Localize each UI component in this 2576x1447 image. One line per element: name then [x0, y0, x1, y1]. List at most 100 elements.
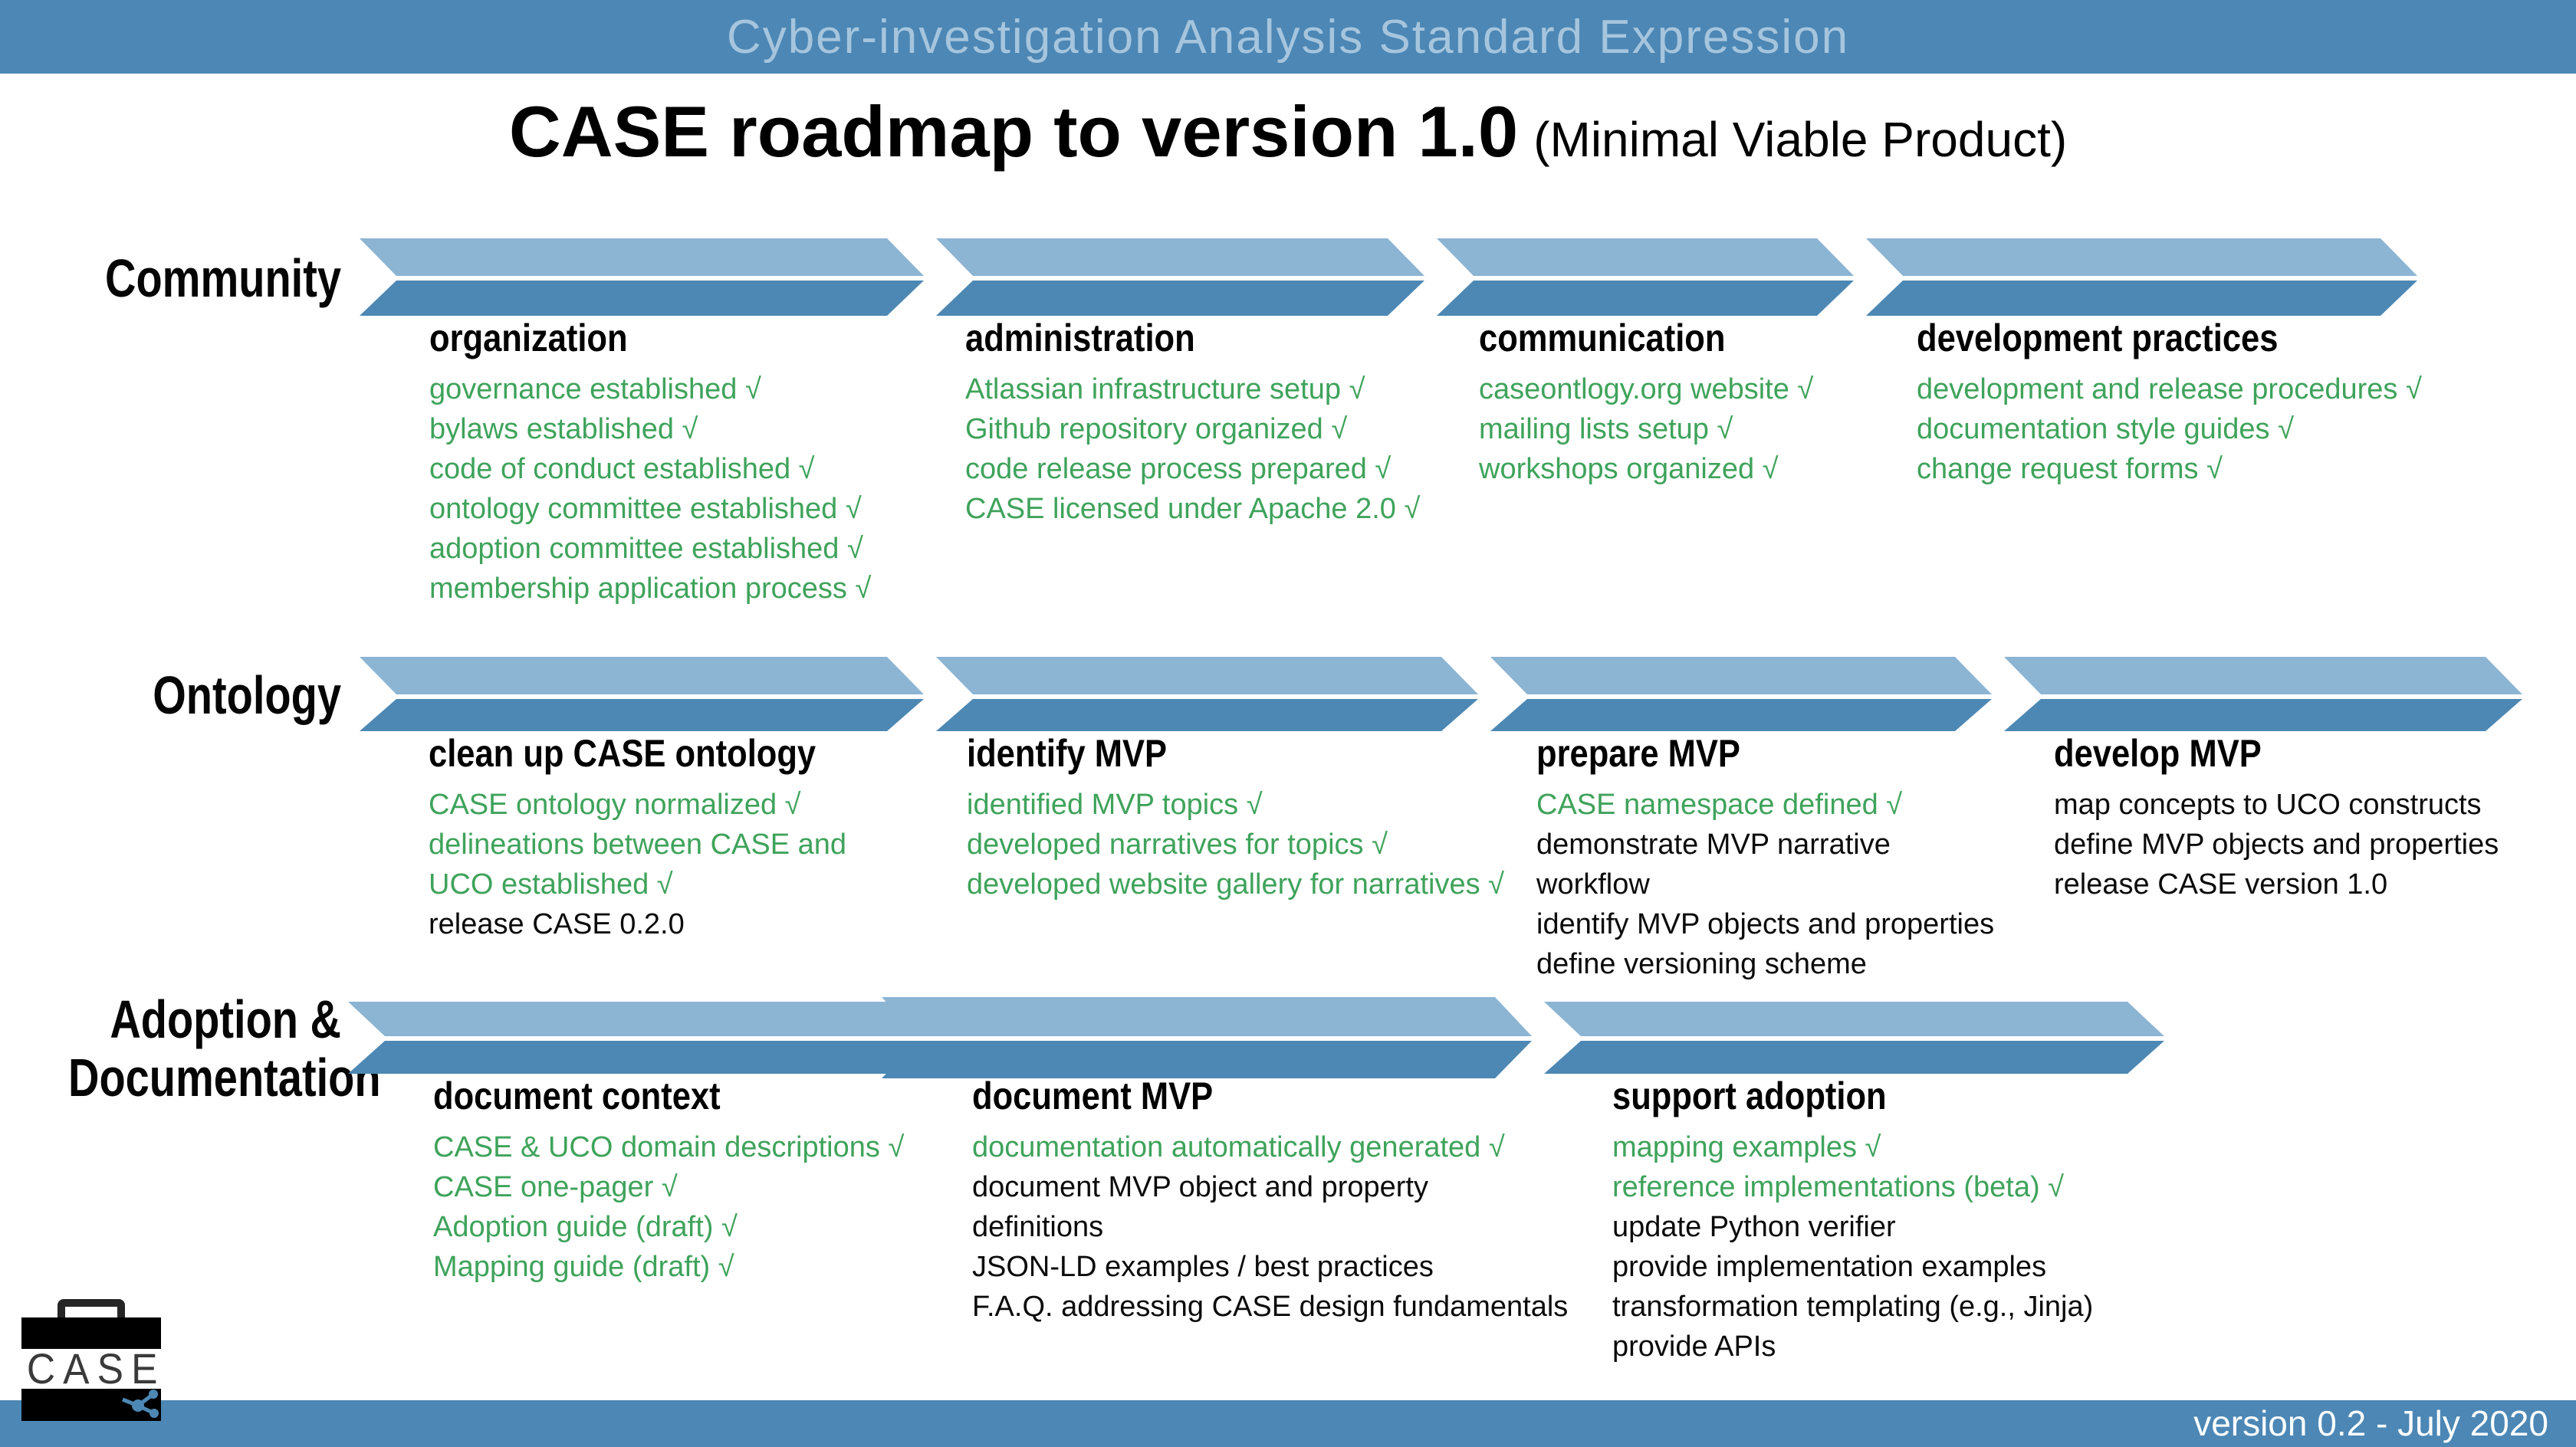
row-label-adoption: Adoption & Documentation — [68, 989, 381, 1107]
roadmap-item-completed: caseontlogy.org website √ — [1479, 373, 1814, 405]
chevron-bottom-band — [936, 699, 1480, 731]
chevron-arrow-segment — [360, 238, 925, 316]
roadmap-item-completed: reference implementations (beta) √ — [1612, 1171, 2065, 1203]
chevron-top-band — [936, 238, 1426, 276]
chevron-bottom-band — [2004, 699, 2524, 731]
roadmap-item-completed: developed website gallery for narratives… — [967, 868, 1504, 901]
roadmap-item-pending: demonstrate MVP narrative workflow — [1536, 828, 1891, 901]
roadmap-item-completed: documentation automatically generated √ — [972, 1131, 1505, 1163]
column-heading: document MVP — [972, 1075, 1214, 1117]
title-subtitle: (Minimal Viable Product) — [1533, 112, 2068, 167]
footer-bar: version 0.2 - July 2020 — [0, 1400, 2576, 1447]
roadmap-item-pending: define versioning scheme — [1536, 948, 1867, 980]
roadmap-item-completed: delineations between CASE and UCO establ… — [429, 828, 847, 901]
chevron-top-band — [1544, 1002, 2166, 1036]
roadmap-item-completed: Adoption guide (draft) √ — [433, 1211, 738, 1243]
chevron-bottom-band — [1544, 1041, 2166, 1074]
roadmap-item-completed: change request forms √ — [1917, 453, 2223, 485]
chevron-bottom-band — [1490, 699, 1993, 731]
roadmap-item-pending: F.A.Q. addressing CASE design fundamenta… — [972, 1291, 1569, 1323]
roadmap-item-completed: ontology committee established √ — [429, 493, 862, 525]
chevron-top-band — [1437, 238, 1855, 276]
phase-column-identify-mvp: identify MVP identified MVP topics √ devel… — [967, 731, 1603, 904]
chevron-bottom-band — [1866, 281, 2419, 316]
phase-column-development-practices: development practices development and rel… — [1917, 316, 2576, 489]
row-label-ontology: Ontology — [153, 665, 341, 725]
chevron-arrow-segment — [936, 657, 1480, 731]
roadmap-item-completed: documentation style guides √ — [1917, 413, 2294, 445]
logo-text-band: CASE — [21, 1347, 161, 1390]
banner-title: Cyber-investigation Analysis Standard Ex… — [726, 10, 1850, 64]
chevron-bottom-band — [348, 1041, 958, 1074]
roadmap-item-pending: JSON-LD examples / best practices — [972, 1251, 1434, 1283]
roadmap-item-completed: CASE ontology normalized √ — [429, 789, 801, 821]
roadmap-item-completed: development and release procedures √ — [1917, 373, 2422, 405]
roadmap-item-completed: adoption committee established √ — [429, 533, 863, 565]
roadmap-item-pending: release CASE 0.2.0 — [429, 908, 685, 940]
chevron-arrow-segment — [1866, 238, 2419, 316]
row-label-community: Community — [105, 248, 341, 308]
roadmap-item-pending: define MVP objects and properties — [2054, 828, 2499, 861]
chevron-arrow-segment — [936, 238, 1426, 316]
chevron-bottom-band — [360, 699, 925, 731]
column-heading: communication — [1479, 317, 1726, 359]
title-main: CASE roadmap to version 1.0 — [508, 91, 1519, 172]
chevron-arrow-segment — [348, 1002, 958, 1074]
chevron-top-band — [348, 1002, 958, 1036]
column-heading: organization — [429, 317, 628, 359]
version-label: version 0.2 - July 2020 — [2193, 1403, 2548, 1443]
roadmap-item-completed: code of conduct established √ — [429, 453, 815, 485]
chevron-top-band — [882, 997, 1533, 1036]
chevron-top-band — [2004, 657, 2524, 694]
chevron-bottom-band — [1437, 281, 1855, 316]
roadmap-item-pending: update Python verifier — [1612, 1211, 1896, 1243]
roadmap-item-completed: developed narratives for topics √ — [967, 828, 1388, 861]
roadmap-item-completed: CASE namespace defined √ — [1536, 789, 1903, 821]
chevron-arrow-segment — [360, 657, 925, 731]
briefcase-top-icon — [21, 1317, 161, 1349]
roadmap-item-completed: workshops organized √ — [1479, 453, 1779, 485]
chevron-bottom-band — [936, 281, 1426, 316]
roadmap-item-completed: Mapping guide (draft) √ — [433, 1251, 734, 1283]
case-logo: CASE — [21, 1299, 161, 1422]
roadmap-item-pending: provide implementation examples — [1612, 1251, 2047, 1283]
column-heading: document context — [433, 1075, 721, 1117]
chevron-arrow-segment — [1490, 657, 1993, 731]
chevron-arrow-segment — [2004, 657, 2524, 731]
chevron-arrow-segment — [882, 997, 1533, 1078]
chevron-bottom-band — [360, 281, 925, 316]
roadmap-item-pending: release CASE version 1.0 — [2054, 868, 2388, 901]
roadmap-item-completed: mailing lists setup √ — [1479, 413, 1733, 445]
column-heading: identify MVP — [967, 732, 1168, 775]
page-title: CASE roadmap to version 1.0 (Minimal Via… — [0, 90, 2576, 173]
chevron-arrow-segment — [1544, 1002, 2166, 1074]
roadmap-item-completed: mapping examples √ — [1612, 1131, 1881, 1163]
roadmap-item-pending: map concepts to UCO constructs — [2054, 789, 2482, 821]
column-heading: prepare MVP — [1536, 732, 1740, 775]
chevron-top-band — [360, 238, 925, 276]
chevron-top-band — [1866, 238, 2419, 276]
roadmap-item-pending: transformation templating (e.g., Jinja) — [1612, 1291, 2094, 1323]
roadmap-item-completed: Github repository organized √ — [965, 413, 1348, 445]
column-heading: development practices — [1917, 317, 2279, 359]
roadmap-item-completed: governance established √ — [429, 373, 761, 405]
roadmap-item-completed: CASE one-pager √ — [433, 1171, 678, 1203]
roadmap-item-completed: CASE licensed under Apache 2.0 √ — [965, 493, 1421, 525]
top-banner: Cyber-investigation Analysis Standard Ex… — [0, 0, 2576, 74]
chevron-top-band — [360, 657, 925, 694]
phase-column-prepare-mvp: prepare MVP CASE namespace defined √ demon… — [1536, 731, 2042, 984]
chevron-top-band — [1490, 657, 1993, 694]
chevron-arrow-segment — [1437, 238, 1855, 316]
roadmap-item-pending: identify MVP objects and properties — [1536, 908, 1995, 940]
roadmap-item-completed: identified MVP topics √ — [967, 789, 1263, 821]
logo-text: CASE — [26, 1344, 166, 1393]
briefcase-bottom-icon — [21, 1389, 161, 1421]
roadmap-item-pending: provide APIs — [1612, 1331, 1776, 1363]
